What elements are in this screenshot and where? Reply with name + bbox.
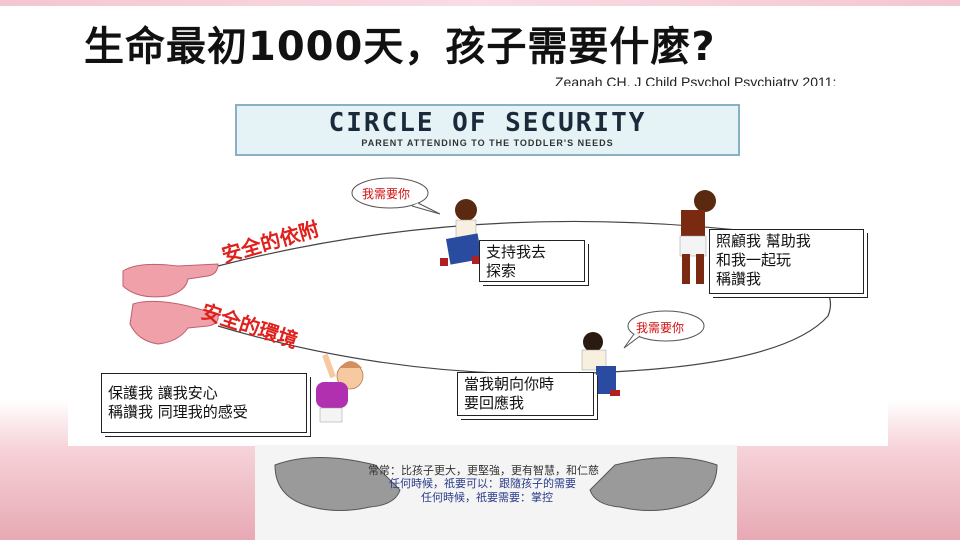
note-support-explore: 支持我去 探索	[479, 240, 585, 282]
hands-line-takecharge: 任何時候，祇要需要：掌控	[421, 491, 553, 504]
toddler-reaching-icon	[679, 190, 716, 284]
diagram-heading: CIRCLE OF SECURITY	[328, 108, 647, 138]
top-decorative-stripe	[0, 0, 960, 6]
toddler-walking-icon	[440, 199, 483, 266]
note-line: 和我一起玩	[716, 251, 792, 269]
note-line: 照顧我 幫助我	[716, 232, 811, 250]
bubble-text-right: 我需要你	[636, 321, 685, 335]
bubble-text-top: 我需要你	[362, 187, 411, 201]
open-hands-icon	[274, 457, 718, 512]
hands-line-follow: 任何時候，祇要可以：跟隨孩子的需要	[389, 477, 576, 490]
note-protect-comfort: 保護我 讓我安心 稱讚我 同理我的感受	[101, 373, 307, 433]
circle-of-security-header: CIRCLE OF SECURITY PARENT ATTENDING TO T…	[235, 104, 740, 156]
toddler-running-icon	[581, 332, 620, 396]
note-respond-to-me: 當我朝向你時 要回應我	[457, 372, 594, 416]
baby-arms-up-icon	[316, 353, 364, 423]
lower-hand-icon	[129, 300, 219, 345]
hands-line-always: 常常：比孩子更大，更堅強，更有智慧，和仁慈	[368, 464, 599, 477]
circle-of-security-diagram	[122, 177, 832, 423]
note-care-help-play: 照顧我 幫助我 和我一起玩 稱讚我	[709, 229, 864, 294]
note-line: 稱讚我 同理我的感受	[108, 403, 248, 421]
note-line: 當我朝向你時	[464, 375, 555, 393]
hands-card: 常常：比孩子更大，更堅強，更有智慧，和仁慈 任何時候，祇要可以：跟隨孩子的需要 …	[255, 445, 737, 540]
upper-hand-icon	[122, 263, 219, 298]
note-line: 保護我 讓我安心	[108, 384, 218, 402]
diagram-subheading: PARENT ATTENDING TO THE TODDLER'S NEEDS	[361, 138, 614, 148]
slide-title: 生命最初1000天，孩子需要什麼?	[84, 24, 716, 70]
note-line: 稱讚我	[716, 270, 762, 288]
note-line: 要回應我	[464, 394, 525, 412]
lower-arc	[217, 275, 832, 375]
speech-bubble-top	[351, 177, 429, 209]
speech-bubble-right	[627, 310, 705, 342]
note-line: 探索	[486, 262, 517, 280]
note-line: 支持我去	[486, 243, 547, 261]
